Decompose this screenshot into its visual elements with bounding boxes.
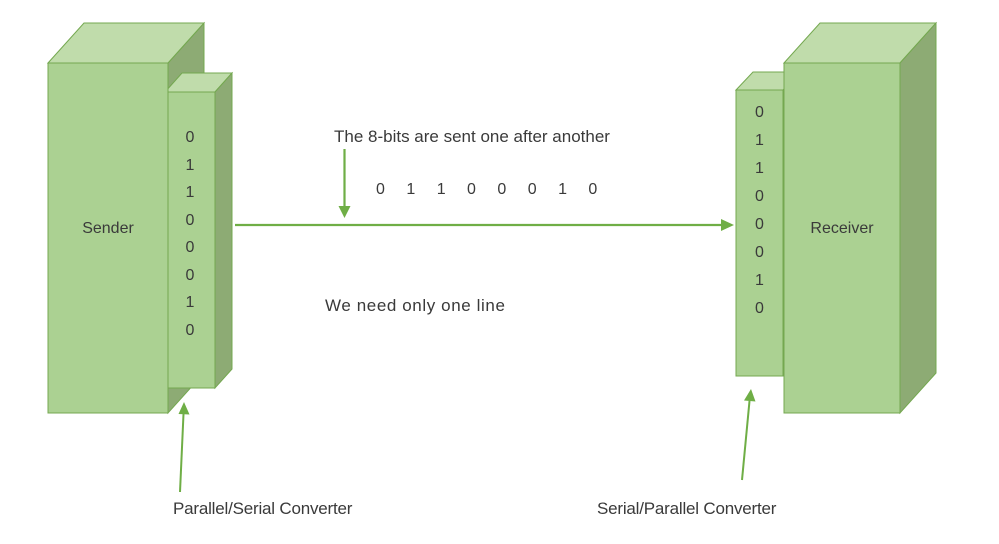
bit-cell: 0 xyxy=(185,266,195,284)
bit-cell: 0 xyxy=(755,188,764,205)
receiver-box-label: Receiver xyxy=(810,220,874,237)
receiver-box-front-face xyxy=(783,62,901,414)
bit-cell: 0 xyxy=(185,321,195,339)
bit-cell: 1 xyxy=(755,132,764,149)
left-converter-pointer-arrow xyxy=(179,413,185,493)
sender-box-front-face xyxy=(47,62,169,414)
caption-down-arrowhead-icon xyxy=(338,206,351,218)
right-converter-pointer-arrow xyxy=(741,400,751,481)
top-caption: The 8-bits are sent one after another xyxy=(334,127,610,146)
serial-bit-stream: 0 1 1 0 0 0 1 0 xyxy=(376,181,598,198)
serial-parallel-converter-front-face xyxy=(735,89,784,377)
bit-cell: 1 xyxy=(185,294,195,311)
parallel-serial-converter-side-face xyxy=(214,71,233,390)
bottom-caption: We need only one line xyxy=(325,296,506,315)
sender-box-label: Sender xyxy=(82,220,134,237)
right-converter-arrowhead-icon xyxy=(744,389,756,402)
left-converter-arrowhead-icon xyxy=(178,402,190,415)
bit-cell: 0 xyxy=(185,239,195,256)
bit-cell: 1 xyxy=(755,272,764,289)
bit-cell: 0 xyxy=(755,104,764,121)
bit-cell: 0 xyxy=(185,211,195,229)
bit-cell: 1 xyxy=(185,156,195,174)
serial-parallel-converter-label: Serial/Parallel Converter xyxy=(597,499,777,518)
bit-cell: 0 xyxy=(185,129,195,146)
parallel-serial-converter-label: Parallel/Serial Converter xyxy=(173,499,353,518)
receiver-box-side-face xyxy=(899,21,937,415)
sender-parallel-bits: 0 1 1 0 0 0 1 0 xyxy=(165,124,215,344)
serial-line-arrowhead-icon xyxy=(721,219,734,231)
bit-cell: 0 xyxy=(755,216,764,233)
bit-cell: 0 xyxy=(755,244,764,261)
receiver-parallel-bits: 0 1 1 0 0 0 1 0 xyxy=(736,99,783,323)
bit-cell: 0 xyxy=(755,300,764,317)
bit-cell: 1 xyxy=(185,184,195,201)
bit-cell: 1 xyxy=(755,160,764,177)
